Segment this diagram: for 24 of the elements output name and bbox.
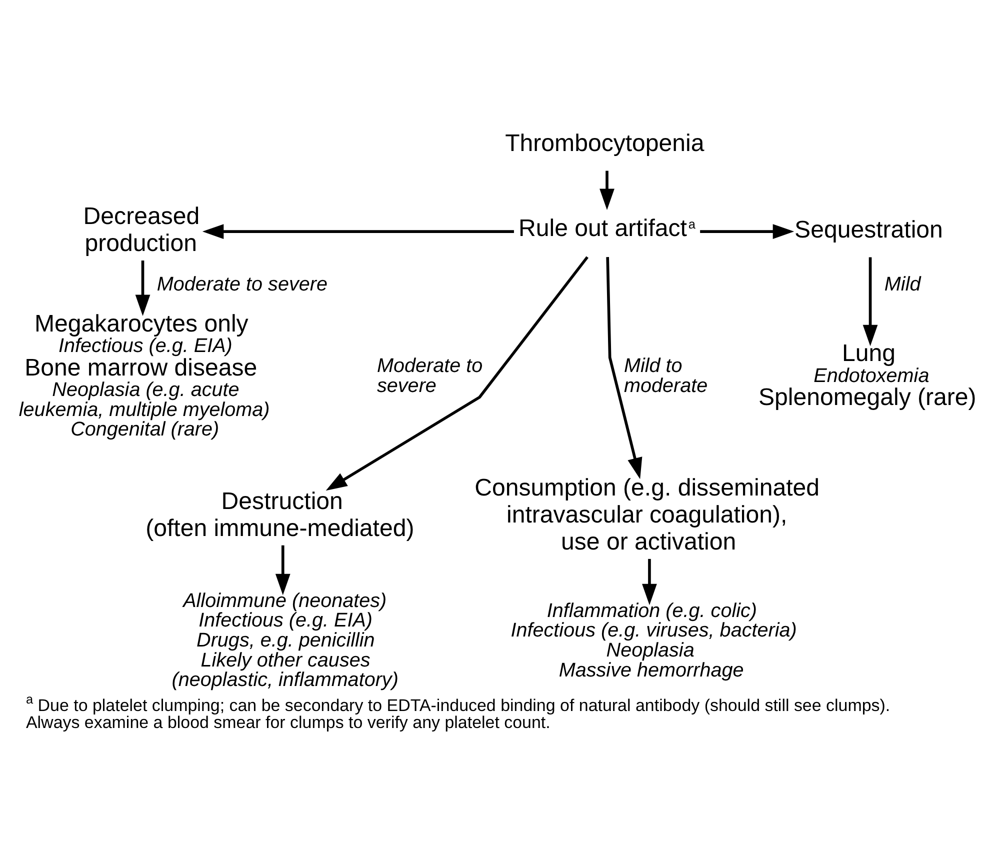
node-text: Alloimmune (neonates) Infectious (e.g. EIA) Drugs, e.g. penicillin Likely other causes (neoplastic, inflammatory) (171, 590, 398, 692)
arrow (700, 224, 794, 239)
arrow (642, 558, 656, 606)
edge-label: Moderate to severe (376, 354, 482, 397)
edge-label: Moderate to severe (156, 274, 327, 296)
arrow (202, 224, 514, 239)
node-text: Decreased production (82, 202, 200, 257)
arrow (599, 170, 614, 210)
node-text: Inflammation (e.g. colic) Infectious (e.g. viruses, bacteria) Neoplasia Massive hemorrhage (510, 600, 796, 682)
arrow (274, 545, 290, 596)
arrow (134, 260, 150, 316)
arrow (325, 256, 588, 491)
node-text: Destruction (often immune-mediated) (145, 488, 414, 542)
node-text: Lung Endotoxemia Splenomegaly (rare) (758, 340, 976, 412)
node-text: Megakarocytes only Infectious (e.g. EIA) Bone marrow disease Neoplasia (e.g. acute leukemia, multiple myeloma) Congenital (rare) (18, 310, 270, 441)
arrow (862, 257, 878, 346)
node-text: Consumption (e.g. disseminated intravascular coagulation), use or activation (474, 474, 820, 556)
node-text: Thrombocytopenia (504, 130, 704, 158)
edge-label: Mild (884, 274, 920, 296)
node-text: Sequestration (794, 216, 942, 244)
caption: $^{a}$ Due to platelet clumping; can be secondary to EDTA-induced binding of natural antibody (should still see clumps). Always examine a blood smear for clumps to verify any platelet count. (25, 691, 890, 732)
node-text: Rule out artifact$^{a}$ (518, 214, 695, 242)
arrow (606, 257, 642, 480)
edge-label: Mild to moderate (623, 354, 708, 397)
